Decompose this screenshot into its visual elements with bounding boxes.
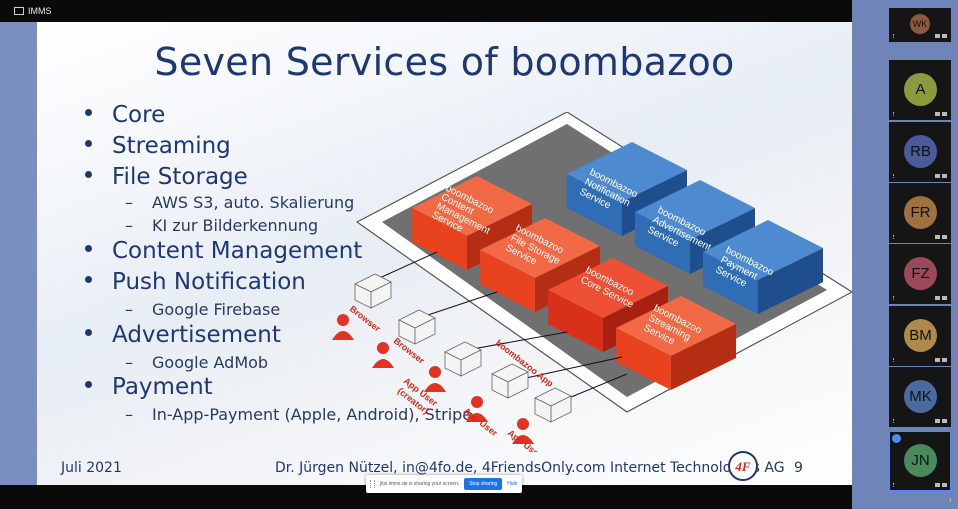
camera-off-icon	[942, 34, 947, 38]
bullet-advertisement: Advertisement	[85, 322, 281, 348]
participant-avatar: FZ	[904, 257, 937, 290]
bullet-streaming: Streaming	[85, 133, 231, 159]
app-name: IMMS	[28, 6, 52, 16]
client-label: App User	[462, 406, 500, 439]
stop-sharing-button[interactable]: Stop sharing	[464, 478, 503, 490]
participant-tile[interactable]: A	[889, 60, 951, 120]
subbullet: –AWS S3, auto. Skalierung	[125, 193, 355, 212]
service-block-payment: boombazooPaymentService	[703, 220, 823, 314]
participant-avatar: A	[904, 73, 937, 106]
participant-avatar: JN	[904, 444, 937, 477]
service-block-streaming: boombazooStreamingService	[616, 296, 736, 390]
status-icons	[935, 419, 947, 423]
mic-muted-icon	[935, 483, 940, 487]
status-icons	[935, 296, 947, 300]
slide-title: Seven Services of boombazoo	[154, 40, 735, 84]
status-icons	[935, 34, 947, 38]
mic-muted-icon	[935, 112, 940, 116]
screen-share-view: IMMS Seven Services of boombazoo Core St…	[0, 0, 852, 509]
subbullet: –Google AdMob	[125, 353, 269, 372]
camera-off-icon	[942, 174, 947, 178]
user-figures	[332, 314, 534, 444]
status-icons	[935, 358, 947, 362]
client-label: Browser	[348, 304, 383, 334]
top-bar: IMMS	[0, 0, 852, 22]
service-block-advertisement: boombazooAdvertisementService	[635, 180, 755, 274]
company-logo: 4F	[728, 451, 758, 481]
status-icons	[935, 174, 947, 178]
chevron-right-icon[interactable]: ›	[949, 495, 952, 504]
mic-muted-icon	[935, 296, 940, 300]
presentation-slide: Seven Services of boombazoo Core Streami…	[37, 22, 852, 485]
participants-panel: WK A RB FR FZ BM MK JN	[852, 0, 958, 509]
participant-avatar: MK	[904, 380, 937, 413]
participant-tile[interactable]: RB	[889, 122, 951, 182]
speaking-indicator-icon	[892, 434, 901, 443]
bullet-payment: Payment	[85, 374, 213, 400]
bullet-dot	[85, 329, 92, 336]
participant-tile[interactable]: JN	[889, 431, 951, 491]
more-options-icon[interactable]	[893, 34, 895, 38]
camera-off-icon	[942, 296, 947, 300]
participant-avatar: WK	[910, 14, 930, 34]
participant-tile[interactable]: FZ	[889, 244, 951, 304]
bullet-dot	[85, 381, 92, 388]
screen-share-notification: jitsi.imms.de is sharing your screen. St…	[366, 475, 522, 493]
more-options-icon[interactable]	[893, 296, 895, 300]
status-icons	[935, 112, 947, 116]
camera-off-icon	[942, 112, 947, 116]
drag-handle-icon[interactable]	[370, 480, 375, 488]
window-icon	[14, 7, 24, 15]
client-boxes	[354, 273, 572, 423]
hide-button[interactable]: Hide	[507, 481, 518, 487]
participant-avatar: BM	[904, 319, 937, 352]
participant-tile[interactable]: WK	[889, 8, 951, 42]
more-options-icon[interactable]	[893, 235, 895, 239]
more-options-icon[interactable]	[893, 419, 895, 423]
slide-number: 9	[794, 460, 803, 476]
bullet-dot	[85, 245, 92, 252]
bullet-dot	[85, 171, 92, 178]
subbullet: –In-App-Payment (Apple, Android), Stripe	[125, 405, 473, 424]
architecture-diagram: boombazooNotificationService boombazooAd…	[332, 112, 852, 452]
bullet-file-storage: File Storage	[85, 164, 248, 190]
bullet-dot	[85, 276, 92, 283]
bullet-core: Core	[85, 102, 165, 128]
more-options-icon[interactable]	[893, 483, 895, 487]
participant-avatar: FR	[904, 196, 937, 229]
mic-muted-icon	[935, 235, 940, 239]
bullet-content-management: Content Management	[85, 238, 362, 264]
service-label: boombazooPaymentService	[714, 245, 776, 298]
participant-tile[interactable]: FR	[889, 183, 951, 243]
more-options-icon[interactable]	[893, 358, 895, 362]
logo-text: 4F	[734, 459, 751, 474]
participant-avatar: RB	[904, 135, 937, 168]
mic-muted-icon	[935, 358, 940, 362]
bullet-push-notification: Push Notification	[85, 269, 306, 295]
more-options-icon[interactable]	[893, 112, 895, 116]
camera-off-icon	[942, 235, 947, 239]
app-label: IMMS	[14, 6, 52, 16]
status-icons	[935, 483, 947, 487]
service-block-content-management: boombazooContentManagementService	[412, 176, 532, 270]
subbullet: –KI zur Bilderkennung	[125, 216, 319, 235]
bullet-dot	[85, 109, 92, 116]
mic-muted-icon	[935, 34, 940, 38]
more-options-icon[interactable]	[893, 174, 895, 178]
subbullet: –Google Firebase	[125, 300, 281, 319]
participant-tile[interactable]: MK	[889, 367, 951, 427]
footer-date: Juli 2021	[61, 460, 122, 476]
camera-off-icon	[942, 358, 947, 362]
status-icons	[935, 235, 947, 239]
mic-muted-icon	[935, 419, 940, 423]
bullet-dot	[85, 140, 92, 147]
mic-muted-icon	[935, 174, 940, 178]
participant-tile[interactable]: BM	[889, 306, 951, 366]
share-status-text: jitsi.imms.de is sharing your screen.	[380, 481, 460, 487]
client-label: App User	[506, 428, 544, 452]
camera-off-icon	[942, 483, 947, 487]
camera-off-icon	[942, 419, 947, 423]
footer-author: Dr. Jürgen Nützel, in@4fo.de, 4FriendsOn…	[275, 460, 785, 476]
